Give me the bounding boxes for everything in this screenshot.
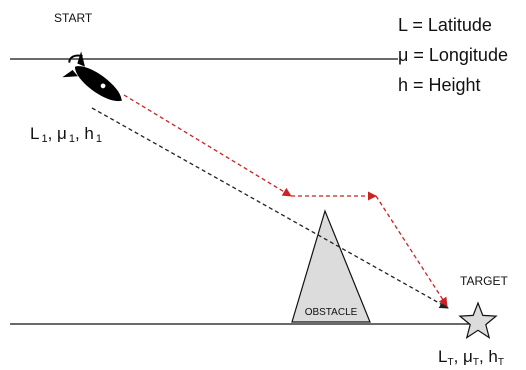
legend-longitude: μ = Longitude	[398, 45, 508, 65]
target-coordinates: LT, μT, hT	[438, 347, 504, 368]
detour-path-segment-3	[375, 195, 448, 307]
start-label: START	[54, 11, 93, 25]
detour-path-segment-1	[123, 94, 292, 197]
obstacle-label: OBSTACLE	[305, 307, 358, 318]
star-icon	[458, 301, 498, 339]
target-label: TARGET	[460, 274, 508, 288]
legend: L = Latitude μ = Longitude h = Height	[398, 15, 508, 95]
direct-path	[91, 107, 449, 309]
obstacle-shape	[291, 209, 371, 323]
rocket-icon	[62, 51, 122, 102]
legend-latitude: L = Latitude	[398, 15, 492, 35]
legend-height: h = Height	[398, 75, 481, 95]
